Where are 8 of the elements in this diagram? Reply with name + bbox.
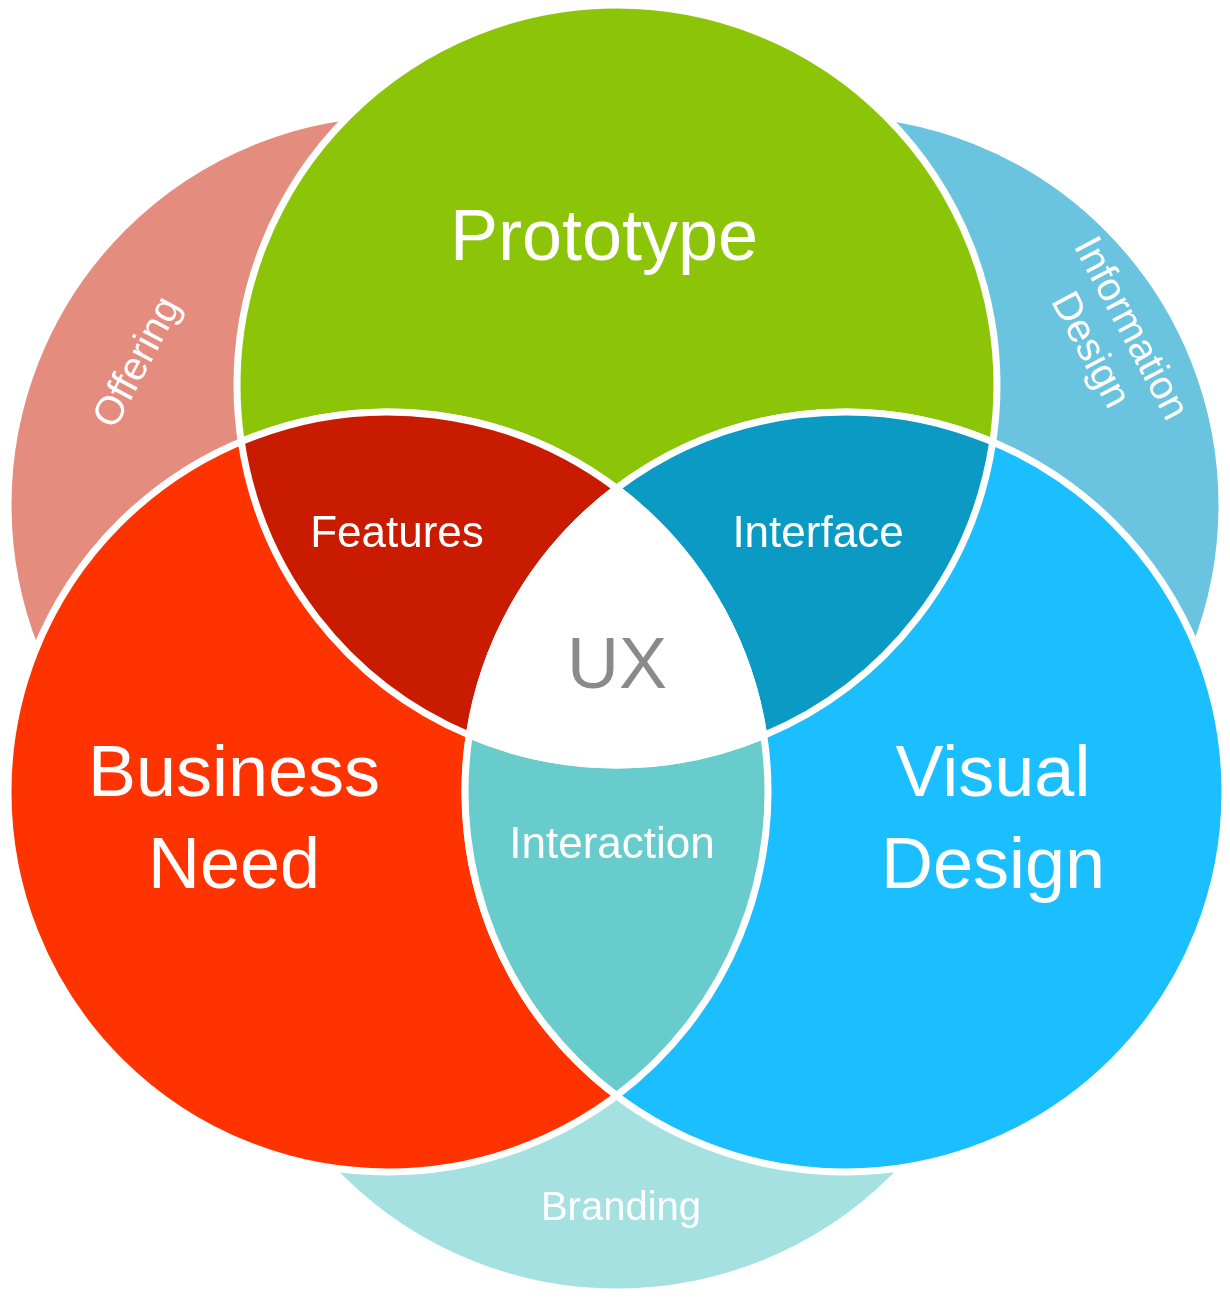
region-label: Branding [540,1184,702,1228]
region-label: Business Need [87,731,381,903]
region-label: Interface [732,507,904,556]
region-label: UX [567,623,667,703]
region-label: Visual Design [880,731,1106,903]
region-label: Interaction [509,818,715,867]
region-label: Features [310,507,484,556]
region-label: Prototype [449,195,759,275]
